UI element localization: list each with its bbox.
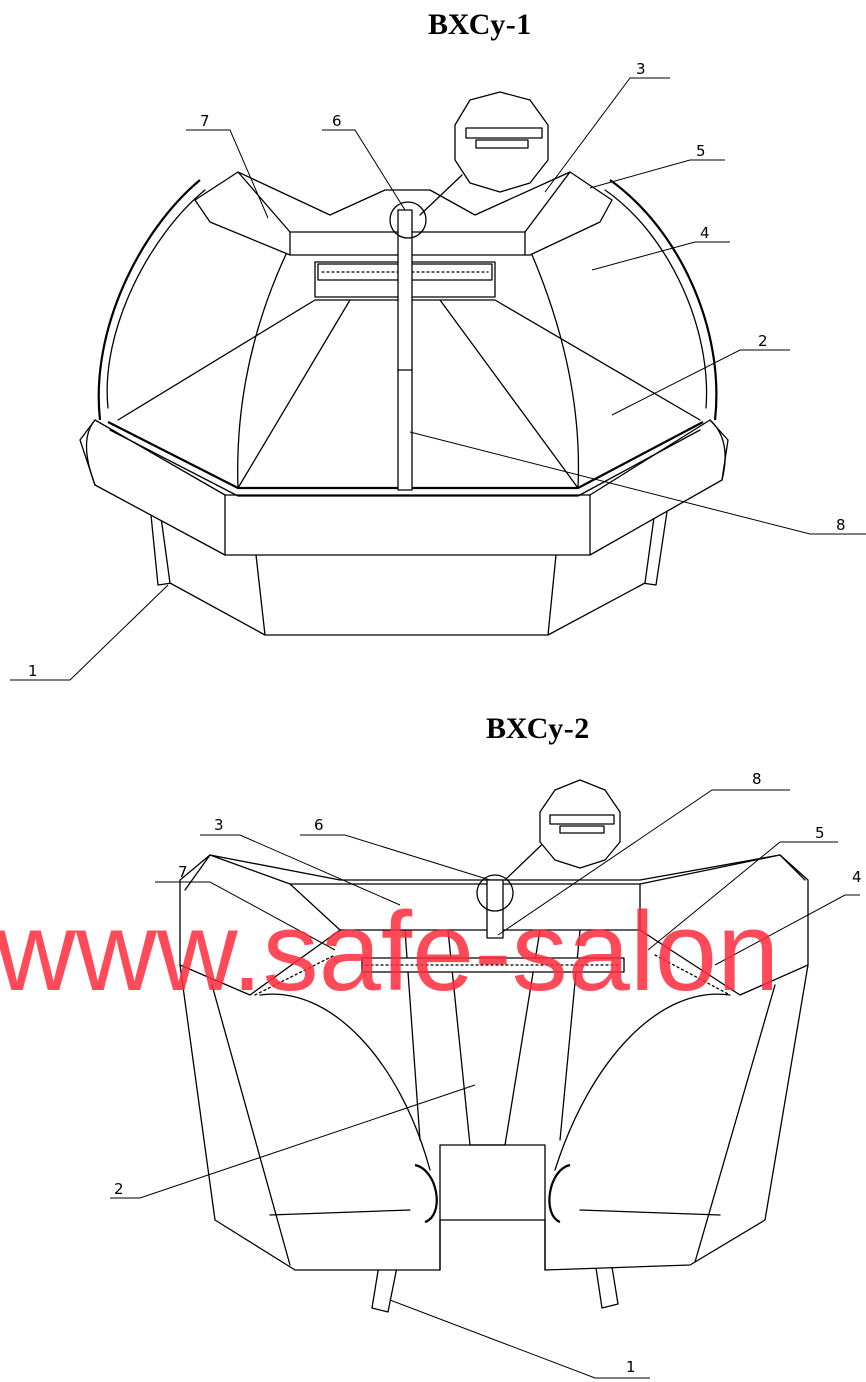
callout-2-top: 2 — [758, 332, 768, 350]
leader-lines-top — [10, 77, 866, 681]
diagram-title-top: ВХСу-1 — [428, 8, 532, 41]
callout-8-top: 8 — [836, 516, 846, 534]
callout-numbers-top: 1 2 3 4 5 6 7 8 — [28, 60, 846, 680]
callout-8-bottom: 8 — [752, 770, 762, 788]
callout-6-bottom: 6 — [314, 816, 324, 834]
curved-glass-right-top — [609, 179, 718, 421]
callout-4-bottom: 4 — [852, 868, 862, 886]
callout-2-bottom: 2 — [114, 1180, 124, 1198]
counter-apron-top — [79, 419, 729, 556]
showcase-drawing-bottom — [179, 779, 809, 1313]
callout-numbers-bottom: 1 2 3 4 5 6 7 8 — [114, 770, 862, 1376]
watermark-text: www.safe-salon — [0, 889, 779, 1014]
callout-5-top: 5 — [696, 142, 706, 160]
curved-glass-left-top — [97, 179, 201, 421]
callout-7-bottom: 7 — [178, 863, 188, 881]
callout-3-bottom: 3 — [214, 816, 224, 834]
callout-7-top: 7 — [200, 112, 210, 130]
center-post-top — [397, 209, 413, 491]
leader-lines-bottom — [110, 789, 860, 1379]
callout-4-top: 4 — [700, 224, 710, 242]
callout-6-top: 6 — [332, 112, 342, 130]
diagram-title-bottom: ВХСу-2 — [486, 712, 590, 745]
showcase-drawing-top — [79, 91, 729, 636]
callout-1-bottom: 1 — [626, 1358, 636, 1376]
callout-3-top: 3 — [636, 60, 646, 78]
canopy-frame-top — [194, 171, 613, 256]
callout-5-bottom: 5 — [815, 824, 825, 842]
body-outer-bottom — [179, 854, 809, 1271]
detail-callout-top — [454, 91, 549, 193]
callout-1-top: 1 — [28, 662, 38, 680]
